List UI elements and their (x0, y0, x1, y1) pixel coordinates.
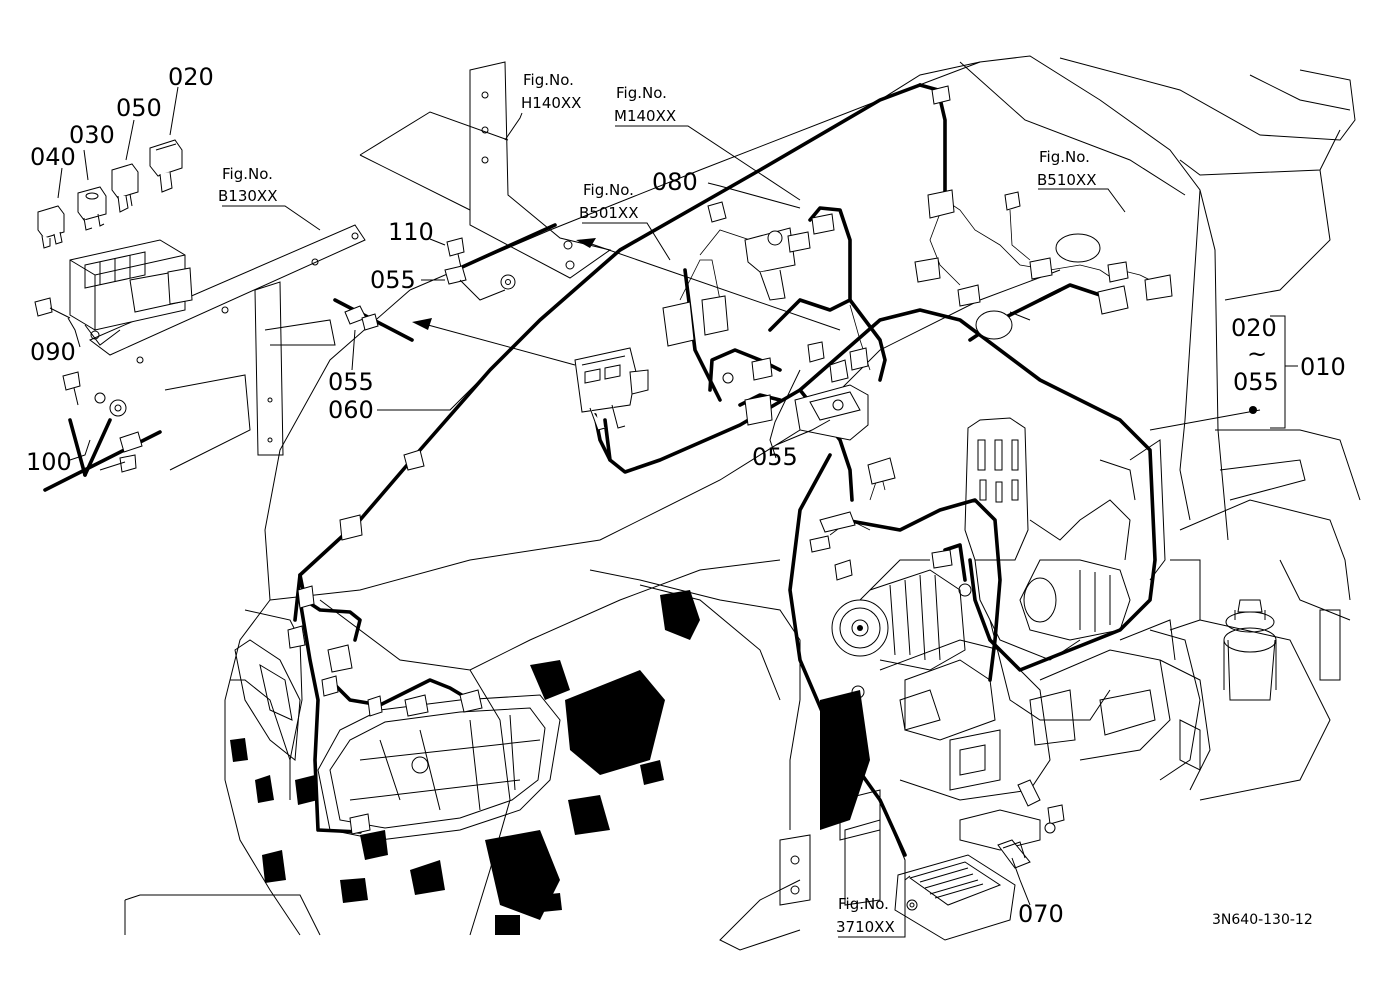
callout-040[interactable]: 040 (30, 143, 76, 171)
svg-text:Fig.No.: Fig.No. (583, 181, 634, 199)
bolt-110 (446, 237, 516, 290)
svg-text:B510XX: B510XX (1037, 171, 1096, 189)
svg-text:B501XX: B501XX (579, 204, 638, 222)
range-tilde: ~ (1247, 340, 1267, 368)
fuse-box (69, 239, 193, 346)
callout-050[interactable]: 050 (116, 94, 162, 122)
ground-wires (43, 223, 557, 492)
range-from: 020 (1231, 314, 1277, 342)
svg-text:Fig.No.: Fig.No. (222, 165, 273, 183)
callout-110[interactable]: 110 (388, 218, 434, 246)
hood-perforations (230, 590, 870, 935)
leader-lines (57, 86, 1298, 938)
fig-ref-m140[interactable]: Fig.No. M140XX (614, 84, 676, 125)
cab-frame (879, 55, 1361, 801)
fig-ref-b510[interactable]: Fig.No. B510XX (1037, 148, 1096, 189)
fig-ref-3710[interactable]: Fig.No. 3710XX (836, 895, 895, 936)
svg-text:Fig.No.: Fig.No. (616, 84, 667, 102)
range-group-callout[interactable]: 020 ~ 055 010 (1231, 314, 1346, 396)
callout-060[interactable]: 060 (328, 396, 374, 424)
relay-040 (37, 205, 65, 249)
fig-ref-h140[interactable]: Fig.No. H140XX (521, 71, 581, 112)
relay-050 (111, 163, 139, 213)
range-to: 055 (1233, 368, 1279, 396)
callout-070[interactable]: 070 (1018, 900, 1064, 928)
svg-text:3710XX: 3710XX (836, 918, 895, 936)
svg-text:B130XX: B130XX (218, 187, 277, 205)
connectors (287, 85, 1173, 835)
relay-030 (77, 186, 107, 231)
assembly-010: 010 (1300, 353, 1346, 381)
bolt-090 (34, 297, 71, 319)
callout-055-mid[interactable]: 055 (328, 368, 374, 396)
alternator (831, 559, 972, 731)
engine-assembly (719, 417, 1201, 951)
callout-080[interactable]: 080 (652, 168, 698, 196)
bracket-070 (997, 839, 1031, 869)
callout-020[interactable]: 020 (168, 63, 214, 91)
fig-ref-b130[interactable]: Fig.No. B130XX (218, 165, 277, 205)
callout-100[interactable]: 100 (26, 448, 72, 476)
arrowheads (412, 238, 596, 330)
svg-text:Fig.No.: Fig.No. (838, 895, 889, 913)
controller-module (894, 854, 1016, 941)
diagram-code: 3N640-130-12 (1212, 912, 1313, 928)
relay-020 (149, 139, 183, 193)
bolt-100 (62, 371, 127, 417)
svg-text:M140XX: M140XX (614, 107, 676, 125)
callout-030[interactable]: 030 (69, 121, 115, 149)
svg-text:Fig.No.: Fig.No. (1039, 148, 1090, 166)
callout-055-right[interactable]: 055 (752, 443, 798, 471)
callout-090[interactable]: 090 (30, 338, 76, 366)
fig-ref-b501[interactable]: Fig.No. B501XX (579, 181, 638, 222)
callout-055-left[interactable]: 055 (370, 266, 416, 294)
svg-text:H140XX: H140XX (521, 94, 581, 112)
svg-text:Fig.No.: Fig.No. (523, 71, 574, 89)
